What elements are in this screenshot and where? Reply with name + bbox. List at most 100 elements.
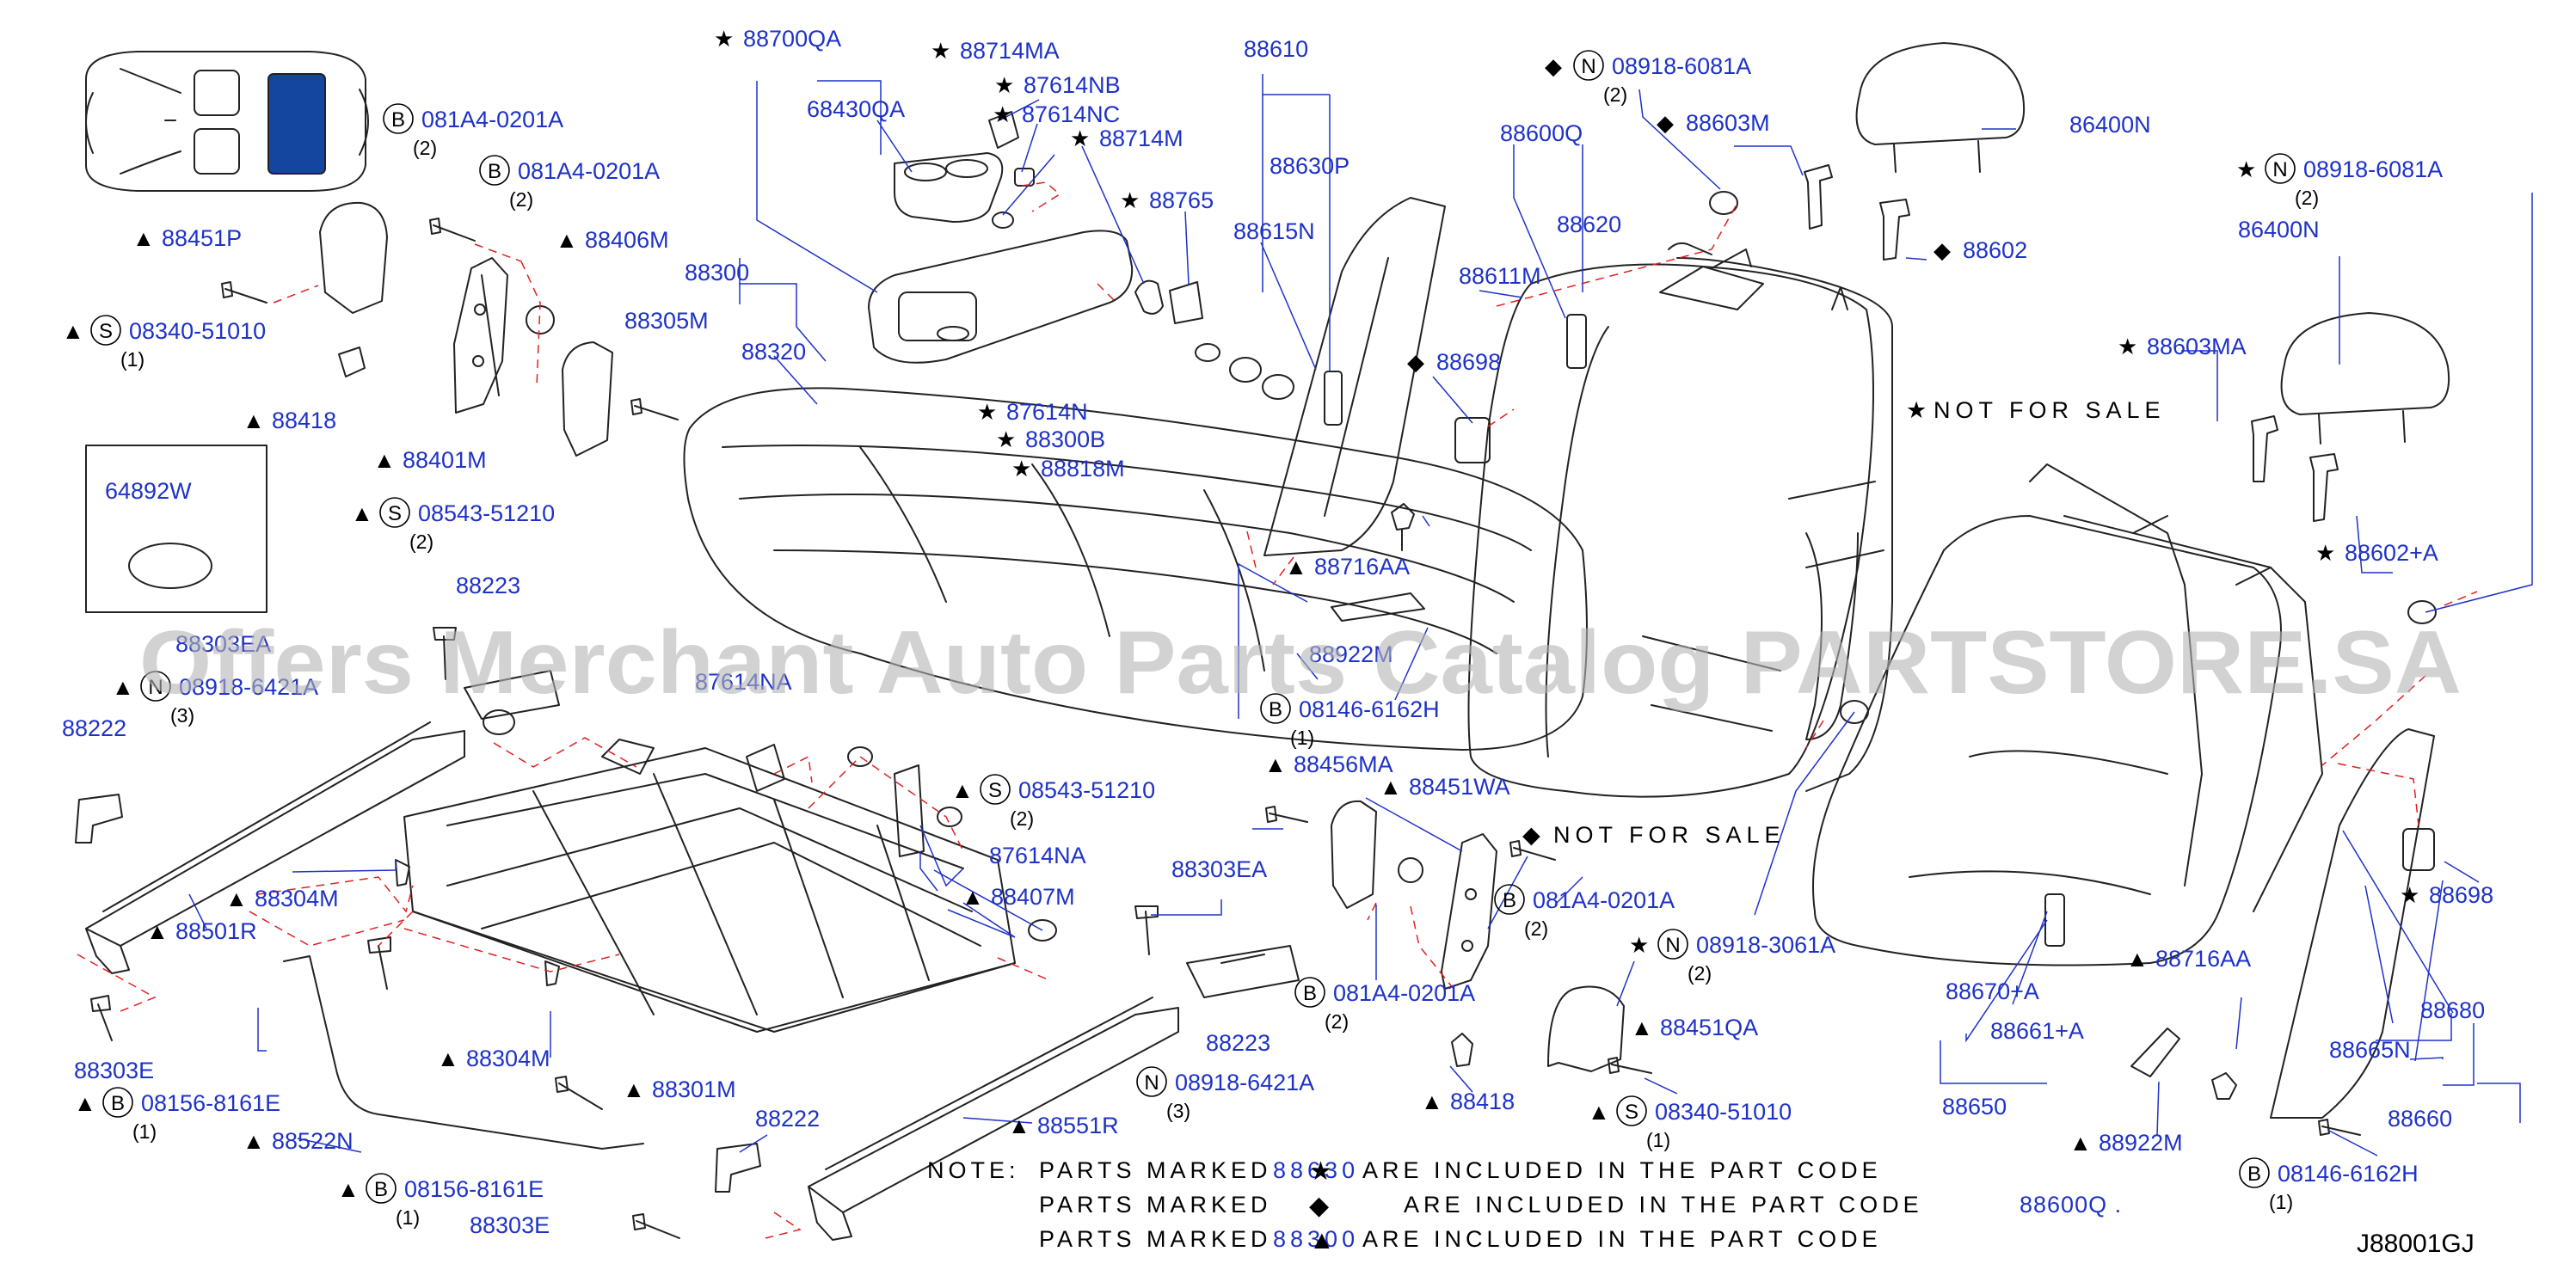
fastener-type-letter: B [488, 160, 501, 183]
callout-88716aa: ▲88716AA [1285, 554, 1410, 580]
right-seat-rail-shape [808, 997, 1179, 1241]
note-line-3-marker: ▲ [1309, 1226, 1339, 1255]
note-line-2-code: 88600Q . [2020, 1192, 2122, 1218]
fastener-type-letter: S [988, 779, 1002, 802]
inset-frame [85, 445, 267, 613]
fastener-type-badge [980, 774, 1011, 805]
fastener-type-letter: B [1269, 698, 1282, 721]
quantity: (2) [1524, 917, 1548, 940]
seatback-frame-shape [1676, 248, 1893, 792]
quantity: (2) [1688, 962, 1712, 985]
callout-marker: ▲ [132, 225, 155, 251]
callout-88700qa: ★88700QA [714, 26, 841, 52]
fastener-type-badge [383, 103, 414, 134]
callout-88650: 88650 [1942, 1094, 2007, 1120]
callout-88615n: 88615N [1233, 218, 1315, 244]
callout-88670-a: 88670+A [1946, 978, 2039, 1004]
center-hinge-shape [1441, 833, 1497, 990]
part-number: 88603M [1686, 110, 1770, 136]
callout-labels: ★88700QA68430QA★88714MA★87614NB★87614NC★… [62, 26, 2493, 1238]
part-number: 87614NB [1024, 72, 1121, 98]
callout-marker: ◆ [1657, 110, 1674, 136]
part-number: 88602 [1963, 237, 2027, 263]
fastener-type-badge [479, 155, 510, 186]
note-line-1-text: PARTS MARKED [1039, 1157, 1272, 1183]
part-number: 87614NA [989, 843, 1086, 868]
not-for-sale-text: NOT FOR SALE [1553, 822, 1786, 848]
callout-marker: ★ [2315, 540, 2335, 566]
seatback-side-cover-shape [1263, 197, 1446, 556]
callout-88418: ▲88418 [1421, 1089, 1515, 1114]
part-number: 08918-6081A [2303, 156, 2443, 182]
callout-88602: ◆88602 [1934, 237, 2027, 263]
callout-marker: ◆ [1407, 349, 1424, 375]
callout-88303e: 88303E [470, 1212, 550, 1238]
fastener-type-letter: N [148, 676, 163, 699]
callout-marker: ▲ [437, 1046, 459, 1071]
part-number: 88650 [1942, 1094, 2007, 1120]
headrest-upper-shape [1855, 42, 2025, 173]
callout-88603m: ◆ 88603M [1657, 110, 1770, 136]
quantity: (2) [509, 188, 533, 211]
part-number: 88716AA [2155, 946, 2251, 972]
callout-88602-a: ★88602+A [2315, 540, 2438, 566]
part-number: 88665N [2329, 1037, 2411, 1063]
seatback-right-cover-shape [2270, 728, 2435, 1119]
quantity: (1) [1290, 727, 1314, 749]
part-number: 68430QA [807, 96, 905, 122]
part-number: 88922M [1309, 641, 1393, 667]
note-line-2-marker: ◆ [1309, 1192, 1333, 1220]
part-number: 08156-8161E [141, 1090, 280, 1116]
part-number: 88551R [1037, 1113, 1119, 1138]
part-number: 88303EA [175, 631, 271, 657]
part-number: 88303E [470, 1212, 550, 1238]
callout-marker: ★ [977, 399, 997, 425]
assembly-dashed-lines [77, 181, 2478, 1239]
part-number: 88305M [624, 308, 709, 334]
part-number: 88304M [466, 1046, 550, 1071]
seatback-left-shape [1467, 242, 1874, 798]
callout-marker: ▲ [556, 227, 578, 253]
fastener-type-letter: S [388, 502, 402, 525]
note-line-2-text: PARTS MARKED [1039, 1192, 1272, 1218]
callout-marker: ▲ [1380, 774, 1402, 800]
quantity: (3) [1166, 1100, 1190, 1122]
watermark-text: Offers Merchant Auto Parts Catalog PARTS… [139, 613, 2462, 713]
fastener-type-badge [102, 1087, 133, 1118]
part-number: 88407M [991, 884, 1075, 910]
fastener-type-letter: B [1303, 982, 1317, 1005]
callout-marker: ▲ [962, 884, 984, 910]
part-number: 88300B [1025, 426, 1105, 452]
svg-text:★: ★ [1906, 397, 1927, 423]
callout-88223: 88223 [1206, 1030, 1270, 1056]
note-line-3-behind: 88300 [1273, 1226, 1359, 1252]
part-number: 88660 [2388, 1106, 2452, 1132]
quantity: (1) [396, 1206, 420, 1229]
callout-marker: ▲ [1264, 751, 1287, 777]
callout-88303e: 88303E [74, 1058, 154, 1083]
callout-88406m: ▲88406M [556, 227, 669, 253]
fastener-type-letter: B [374, 1178, 388, 1201]
fastener-type-badge [1260, 693, 1291, 724]
not-for-sale-note-1: ★ NOT FOR SALE [1906, 397, 2161, 423]
callout-marker: ★ [931, 38, 950, 64]
leader-lines [188, 74, 2533, 1156]
callout-88222: 88222 [755, 1106, 820, 1132]
release-rod-shape [283, 955, 644, 1150]
part-number: 88401M [403, 447, 487, 473]
callout-marker: ◆ [1545, 53, 1562, 79]
part-number: 08918-6421A [1175, 1070, 1314, 1095]
callout-88320: 88320 [741, 339, 806, 365]
part-number: 88223 [1206, 1030, 1270, 1056]
callout-88620: 88620 [1557, 212, 1621, 237]
part-number: 88765 [1149, 187, 1214, 213]
fastener-type-badge [1657, 929, 1688, 960]
part-number: 87614N [1006, 399, 1088, 425]
